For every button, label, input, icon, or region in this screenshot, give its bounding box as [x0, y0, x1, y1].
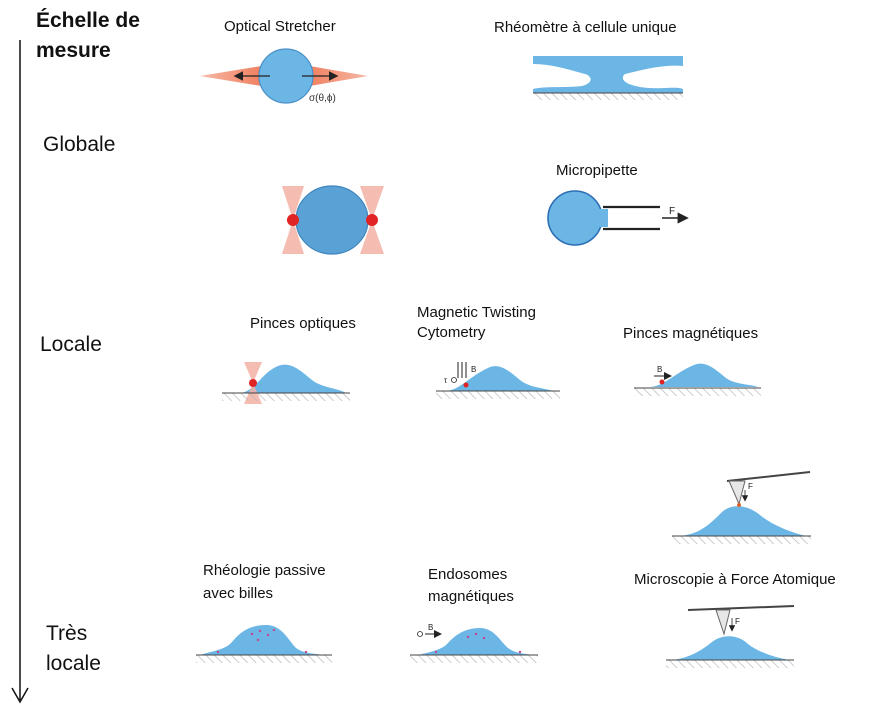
axis-title: Échelle de mesure [36, 6, 140, 66]
afm-lower-force-label: F [735, 617, 740, 626]
label-mtc-line1: Magnetic Twisting [417, 304, 536, 321]
mtc-illustration: B τ [436, 362, 560, 399]
label-mtc-line2: Cytometry [417, 324, 486, 341]
pinces-magnetiques-illustration: B [634, 363, 761, 396]
mtc-field-label: B [471, 365, 476, 374]
label-optical-stretcher: Optical Stretcher [224, 18, 336, 35]
label-endosomes: Endosomes magnétiques [428, 564, 514, 608]
pinces-optiques-illustration [222, 362, 350, 404]
pinces-magnetiques-field-label: B [657, 365, 662, 374]
afm-illustration-lower: F [666, 605, 795, 668]
label-pinces-magnetiques: Pinces magnétiques [623, 325, 759, 342]
micropipette-force-label: F [669, 206, 675, 217]
label-endosomes-line1: Endosomes [428, 566, 508, 583]
endosomes-field-label: B [428, 623, 433, 632]
scale-label-tres-locale-line2: locale [46, 652, 101, 675]
label-afm: Microscopie à Force Atomique [634, 571, 836, 588]
axis-title-line2: mesure [36, 39, 111, 62]
label-rheometre: Rhéomètre à cellule unique [494, 19, 677, 36]
endosomes-magnetiques-illustration: B [410, 623, 538, 663]
optical-double-trap-illustration [282, 185, 384, 255]
scale-label-locale: Locale [40, 333, 102, 356]
label-rheologie: Rhéologie passive avec billes [203, 559, 326, 605]
micropipette-illustration: F [547, 190, 689, 246]
label-rheologie-line1: Rhéologie passive [203, 562, 326, 579]
axis-title-line1: Échelle de [36, 9, 140, 32]
optical-stretcher-illustration: σ(θ,ϕ) [200, 48, 368, 104]
label-micropipette: Micropipette [556, 162, 638, 179]
optical-stretcher-symbol: σ(θ,ϕ) [309, 93, 336, 104]
afm-illustration-upper: F [672, 471, 811, 544]
label-pinces-optiques: Pinces optiques [250, 315, 356, 332]
label-rheologie-line2: avec billes [203, 585, 274, 602]
label-mtc: Magnetic Twisting Cytometry [417, 303, 536, 343]
rheometre-illustration [533, 56, 683, 100]
scale-label-globale: Globale [43, 133, 116, 156]
scale-axis-arrow [11, 40, 29, 704]
mtc-torque-label: τ [444, 376, 448, 385]
rheologie-passive-illustration [196, 625, 332, 663]
label-endosomes-line2: magnétiques [428, 588, 514, 605]
scale-label-tres-locale-line1: Très [46, 622, 88, 645]
afm-upper-force-label: F [748, 482, 753, 491]
scale-label-tres-locale: Très locale [46, 619, 101, 679]
